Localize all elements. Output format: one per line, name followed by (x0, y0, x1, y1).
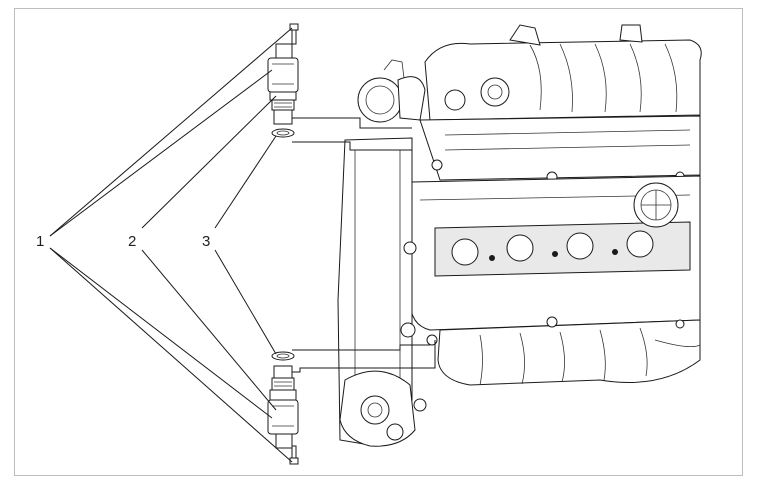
callout-2-label: 2 (128, 233, 136, 250)
lower-manifold (437, 316, 701, 386)
o-ring-icon (271, 128, 295, 138)
callout-lines (49, 27, 293, 463)
solenoid-valve-icon (267, 43, 299, 125)
o-ring-icon (271, 351, 295, 361)
engine-icon (337, 24, 702, 447)
leader-lines (292, 117, 436, 373)
bolt-icon (289, 23, 299, 45)
callout-3-label: 3 (202, 233, 210, 250)
upper-valve-group (267, 23, 299, 138)
lower-valve-group (267, 351, 299, 465)
bolt-icon (289, 445, 299, 465)
intake-manifold (424, 24, 702, 121)
cam-cover (409, 175, 701, 331)
solenoid-valve-icon (267, 365, 299, 449)
throttle-body (357, 59, 426, 123)
callout-1-label: 1 (36, 233, 44, 250)
